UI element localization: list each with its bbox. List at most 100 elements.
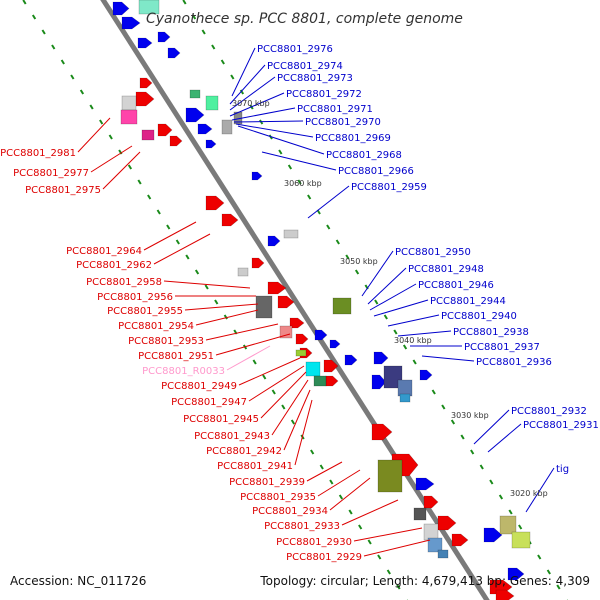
gene-block bbox=[221, 119, 233, 135]
tick-dot bbox=[147, 194, 152, 200]
gene-label: PCC8801_2976 bbox=[257, 44, 333, 55]
leader-line bbox=[373, 299, 429, 317]
gene-block bbox=[120, 109, 138, 125]
gene-block bbox=[279, 325, 293, 339]
forward-gene-arrow bbox=[329, 339, 341, 349]
tick-dot bbox=[211, 44, 216, 50]
reverse-gene-arrow bbox=[437, 515, 457, 531]
tick-dot bbox=[156, 209, 161, 215]
reverse-gene-arrow bbox=[371, 423, 393, 441]
leader-line bbox=[233, 120, 304, 123]
gene-block bbox=[332, 297, 352, 315]
leader-line bbox=[229, 64, 266, 105]
gene-label: PCC8801_2947 bbox=[171, 397, 247, 408]
tick-dot bbox=[278, 149, 283, 155]
leader-line bbox=[90, 145, 133, 173]
leader-line bbox=[226, 345, 271, 371]
gene-label: PCC8801_2964 bbox=[66, 246, 142, 257]
leader-line bbox=[102, 151, 141, 190]
leader-line bbox=[421, 355, 475, 362]
tick-dot bbox=[374, 299, 379, 305]
tick-dot bbox=[377, 554, 382, 560]
gene-label: PCC8801_2975 bbox=[25, 185, 101, 196]
tick-dot bbox=[60, 59, 65, 65]
tick-dot bbox=[214, 299, 219, 305]
leader-line bbox=[229, 76, 276, 111]
accession-text: Accession: NC_011726 bbox=[10, 574, 147, 588]
tick-dot bbox=[191, 14, 197, 20]
label-leader-lines bbox=[77, 47, 555, 557]
leader-line bbox=[248, 365, 305, 402]
leader-line bbox=[329, 477, 371, 511]
tick-dot bbox=[182, 0, 187, 5]
tick-dot bbox=[546, 569, 551, 575]
gene-label: PCC8801_2945 bbox=[183, 414, 259, 425]
gene-label: PCC8801_2936 bbox=[476, 357, 552, 368]
tick-dot bbox=[386, 569, 391, 575]
leader-line bbox=[271, 379, 309, 436]
gene-label: PCC8801_2930 bbox=[276, 537, 352, 548]
tick-dot bbox=[108, 134, 113, 140]
gene-label: PCC8801_2958 bbox=[86, 277, 162, 288]
forward-gene-arrow bbox=[121, 16, 141, 30]
gene-label: PCC8801_2974 bbox=[267, 61, 343, 72]
tick-dot bbox=[31, 14, 37, 20]
tick-dot bbox=[185, 254, 190, 260]
gene-label: PCC8801_2948 bbox=[408, 264, 484, 275]
gene-label: PCC8801_2946 bbox=[418, 280, 494, 291]
leader-line bbox=[361, 250, 394, 297]
leader-line bbox=[306, 461, 343, 482]
tick-dot bbox=[470, 449, 475, 455]
reverse-gene-arrow bbox=[295, 333, 309, 345]
reverse-gene-arrow bbox=[277, 295, 295, 309]
gene-label: PCC8801_2939 bbox=[229, 477, 305, 488]
gene-label: PCC8801_2962 bbox=[76, 260, 152, 271]
leader-line bbox=[363, 539, 431, 557]
gene-label: PCC8801_2938 bbox=[453, 327, 529, 338]
gene-label: PCC8801_2935 bbox=[240, 492, 316, 503]
forward-gene-arrow bbox=[185, 107, 205, 123]
tick-dot bbox=[367, 539, 372, 545]
reverse-gene-arrow bbox=[139, 77, 153, 89]
tick-dot bbox=[252, 359, 257, 365]
tick-dot bbox=[271, 389, 276, 395]
tick-dot bbox=[338, 494, 344, 500]
reverse-gene-arrow bbox=[135, 91, 155, 107]
tick-dot bbox=[412, 359, 417, 365]
tick-dot bbox=[166, 224, 171, 230]
leader-line bbox=[184, 303, 259, 311]
gene-block bbox=[255, 295, 273, 319]
tick-dot bbox=[498, 494, 504, 500]
gene-block bbox=[437, 549, 449, 559]
leader-line bbox=[195, 309, 259, 326]
gene-label: PCC8801_2932 bbox=[511, 406, 587, 417]
leader-line bbox=[261, 151, 337, 171]
leader-line bbox=[77, 117, 111, 153]
forward-gene-arrow bbox=[157, 31, 171, 43]
forward-gene-arrow bbox=[137, 37, 153, 49]
gene-block bbox=[377, 459, 403, 493]
gene-label: PCC8801_2973 bbox=[277, 73, 353, 84]
leader-line bbox=[307, 185, 350, 219]
gene-features bbox=[112, 0, 531, 600]
tick-dot bbox=[354, 269, 360, 275]
scale-label: 3040 kbp bbox=[394, 336, 432, 345]
reverse-gene-arrow bbox=[423, 495, 439, 509]
gene-label: PCC8801_2966 bbox=[338, 166, 414, 177]
forward-gene-arrow bbox=[205, 139, 217, 149]
map-title: Cyanothece sp. PCC 8801, complete genome bbox=[146, 11, 463, 27]
leader-line bbox=[487, 423, 522, 453]
tick-dot bbox=[450, 419, 456, 425]
gene-label: PCC8801_2977 bbox=[13, 168, 89, 179]
reverse-gene-arrow bbox=[251, 257, 265, 269]
forward-gene-arrow bbox=[419, 369, 433, 381]
forward-gene-arrow bbox=[251, 171, 263, 181]
forward-gene-arrow bbox=[415, 477, 435, 491]
tick-dot bbox=[396, 584, 401, 590]
tick-dot bbox=[239, 89, 245, 95]
tick-dot bbox=[262, 374, 267, 380]
leader-line bbox=[238, 357, 301, 386]
scale-label: 3060 kbp bbox=[284, 179, 322, 188]
